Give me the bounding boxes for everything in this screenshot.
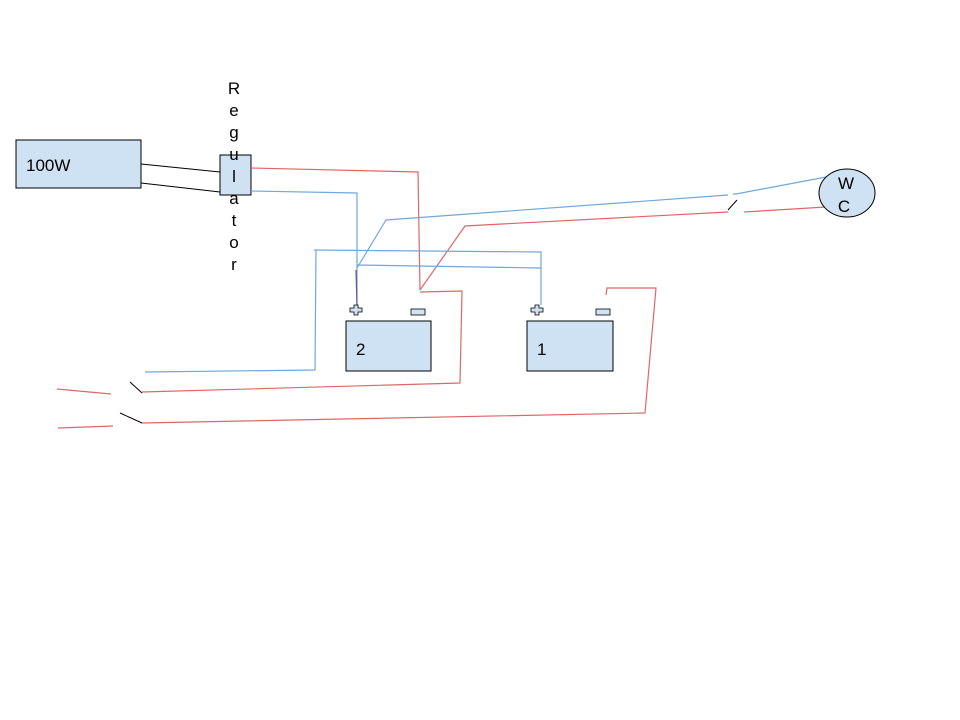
svg-text:o: o — [229, 233, 238, 252]
wc-red-wire — [743, 206, 827, 213]
left-switch-lower-blade — [119, 412, 143, 424]
solar-panel-label: 100W — [26, 156, 70, 175]
wind-controller-label-line1: W — [838, 174, 854, 193]
battery1-red-wire — [141, 287, 657, 424]
svg-text:e: e — [229, 101, 238, 120]
svg-text:a: a — [229, 189, 239, 208]
wind-controller-label-line2: C — [838, 197, 850, 216]
battery-1-box — [526, 320, 614, 372]
regulator-box — [219, 154, 252, 196]
panel-wire-bottom — [140, 182, 221, 193]
panel-wire-top — [140, 163, 221, 173]
battery2-positive-lead — [355, 269, 358, 307]
svg-text:r: r — [231, 255, 237, 274]
left-red-stub-upper — [56, 388, 112, 395]
wind-controller-circle — [818, 168, 876, 218]
left-switch-upper-blade — [129, 381, 143, 394]
svg-text:t: t — [232, 211, 237, 230]
regulator-label: R e g u l a t o r — [228, 79, 240, 274]
svg-text:l: l — [232, 167, 236, 186]
blue-left-wire — [144, 249, 317, 373]
wc-switch-blade — [727, 199, 738, 211]
svg-text:u: u — [229, 145, 238, 164]
battery-1-negative-terminal — [595, 308, 611, 316]
regulator-red-wire — [250, 167, 421, 291]
battery-2-positive-terminal — [349, 304, 363, 316]
svg-text:R: R — [228, 79, 240, 98]
wc-blue-wire-continued — [356, 194, 729, 269]
battery-2-label: 2 — [356, 340, 365, 359]
solar-panel-box — [15, 139, 142, 189]
blue-bus-top — [313, 249, 542, 268]
battery-2-box — [345, 320, 432, 372]
regulator-blue-wire — [250, 190, 358, 305]
battery2-red-wire — [141, 290, 463, 393]
svg-text:g: g — [229, 123, 238, 142]
wc-red-wire-continued — [419, 211, 729, 291]
blue-bus-bottom — [356, 264, 542, 305]
wc-blue-wire — [733, 176, 827, 195]
battery-1-label: 1 — [537, 340, 546, 359]
battery-1-positive-terminal — [530, 304, 544, 316]
battery-2-negative-terminal — [410, 308, 426, 316]
left-red-stub-lower — [57, 425, 114, 429]
